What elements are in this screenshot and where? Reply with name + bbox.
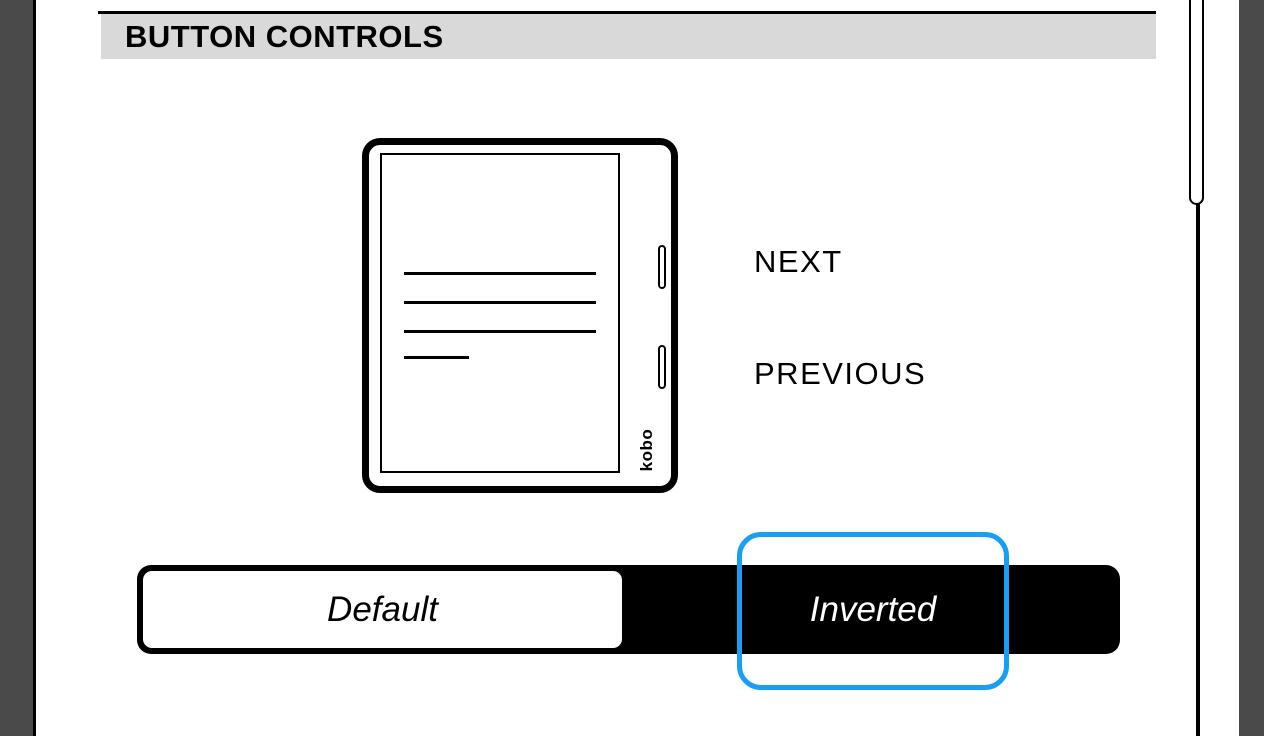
device-screen [380,153,620,473]
next-button-label: NEXT [754,244,843,279]
screen-text-line [404,301,596,304]
right-gutter [1239,0,1264,736]
toggle-option-inverted[interactable]: Inverted [627,571,1119,648]
button-direction-toggle[interactable]: Default Inverted [137,565,1120,654]
kobo-logo: kobo [637,428,656,472]
scroll-indicator[interactable] [1189,0,1204,205]
page-edge-line-left [33,0,36,736]
screen-text-line [404,272,596,275]
toggle-option-default[interactable]: Default [143,571,622,648]
section-header-title: BUTTON CONTROLS [125,18,444,54]
previous-page-hardware-button [658,345,666,389]
ereader-illustration: kobo [362,138,678,493]
page-edge-line-right [1196,0,1200,736]
previous-button-label: PREVIOUS [754,356,927,391]
header-top-rule [98,11,1156,14]
screen-text-line [404,356,469,359]
toggle-option-default-label: Default [327,589,438,629]
next-page-hardware-button [658,245,666,289]
left-gutter [0,0,33,736]
section-header: BUTTON CONTROLS [101,14,1156,59]
screen-text-line [404,330,596,333]
toggle-option-inverted-label: Inverted [809,589,937,629]
